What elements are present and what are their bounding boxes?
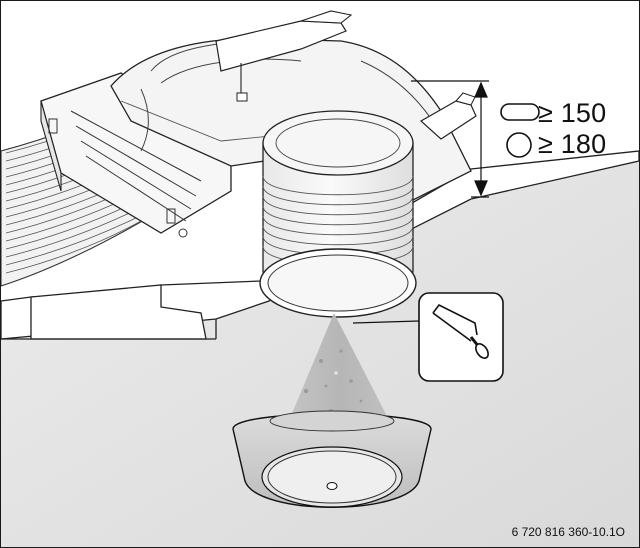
ceiling-vent-valve-icon	[232, 410, 432, 508]
round-duct-icon	[506, 132, 532, 158]
duct-bracket	[40, 72, 232, 238]
oval-duct-icon	[500, 103, 540, 121]
oval-duct-dimension-label: ≥ 150	[538, 98, 607, 128]
saw-callout	[352, 292, 504, 382]
round-duct-dimension-label: ≥ 180	[538, 129, 607, 159]
hacksaw-icon	[432, 303, 489, 359]
round-duct	[259, 110, 417, 318]
figure-code: 6 720 816 360-10.1O	[511, 525, 625, 539]
height-dimension-arrow	[411, 80, 489, 198]
